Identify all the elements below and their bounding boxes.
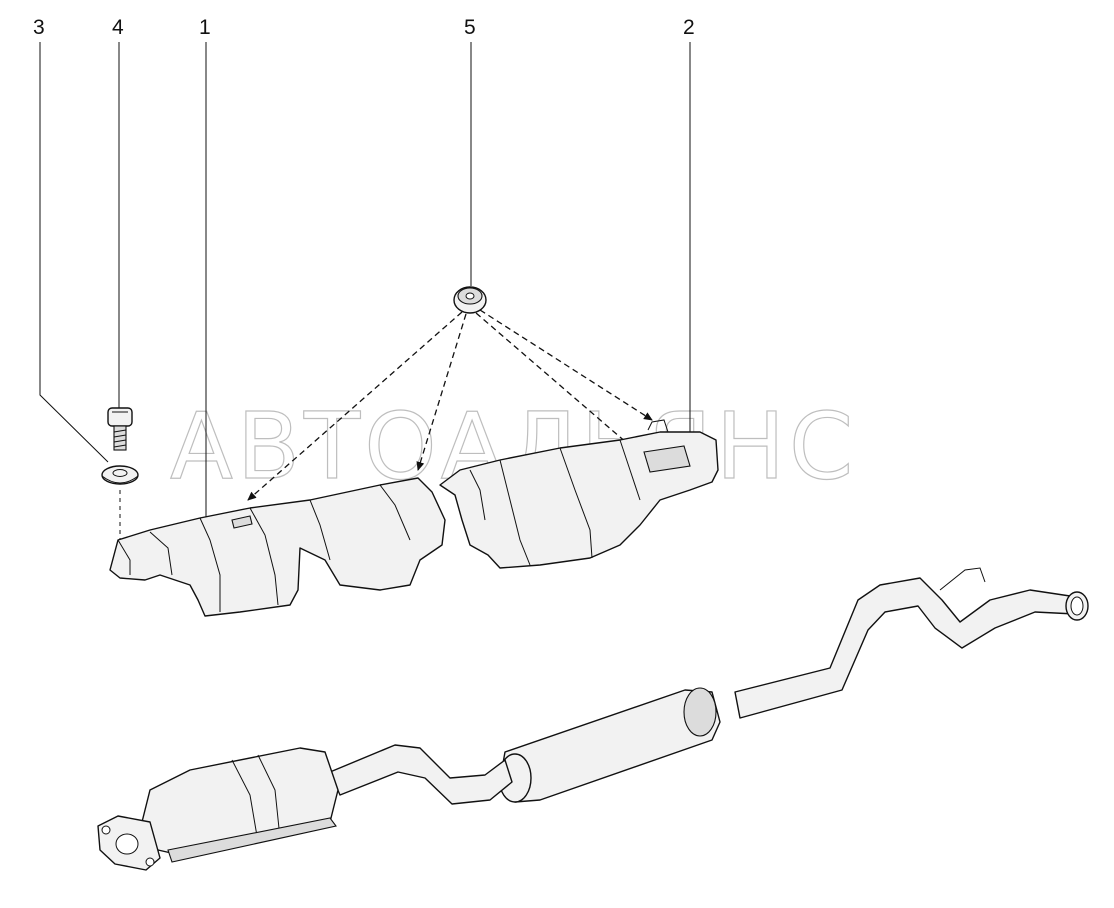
nut-part <box>453 286 487 314</box>
bolt-part <box>107 407 133 451</box>
assembly-arrow-b <box>416 313 467 471</box>
assembly-arrow-a <box>247 311 463 501</box>
exhaust-system <box>97 567 1089 871</box>
callout-5: 5 <box>464 16 476 39</box>
leader-line-3 <box>39 42 109 463</box>
rear-heat-shield-part <box>439 419 719 569</box>
front-heat-shield-part <box>109 477 446 617</box>
callout-2: 2 <box>683 16 695 39</box>
washer-part <box>101 465 139 485</box>
callout-4: 4 <box>112 16 124 39</box>
assembly-arrow-d <box>479 309 653 421</box>
callout-3: 3 <box>33 16 45 39</box>
callout-1: 1 <box>199 16 211 39</box>
assembly-arrow-c <box>475 312 643 457</box>
